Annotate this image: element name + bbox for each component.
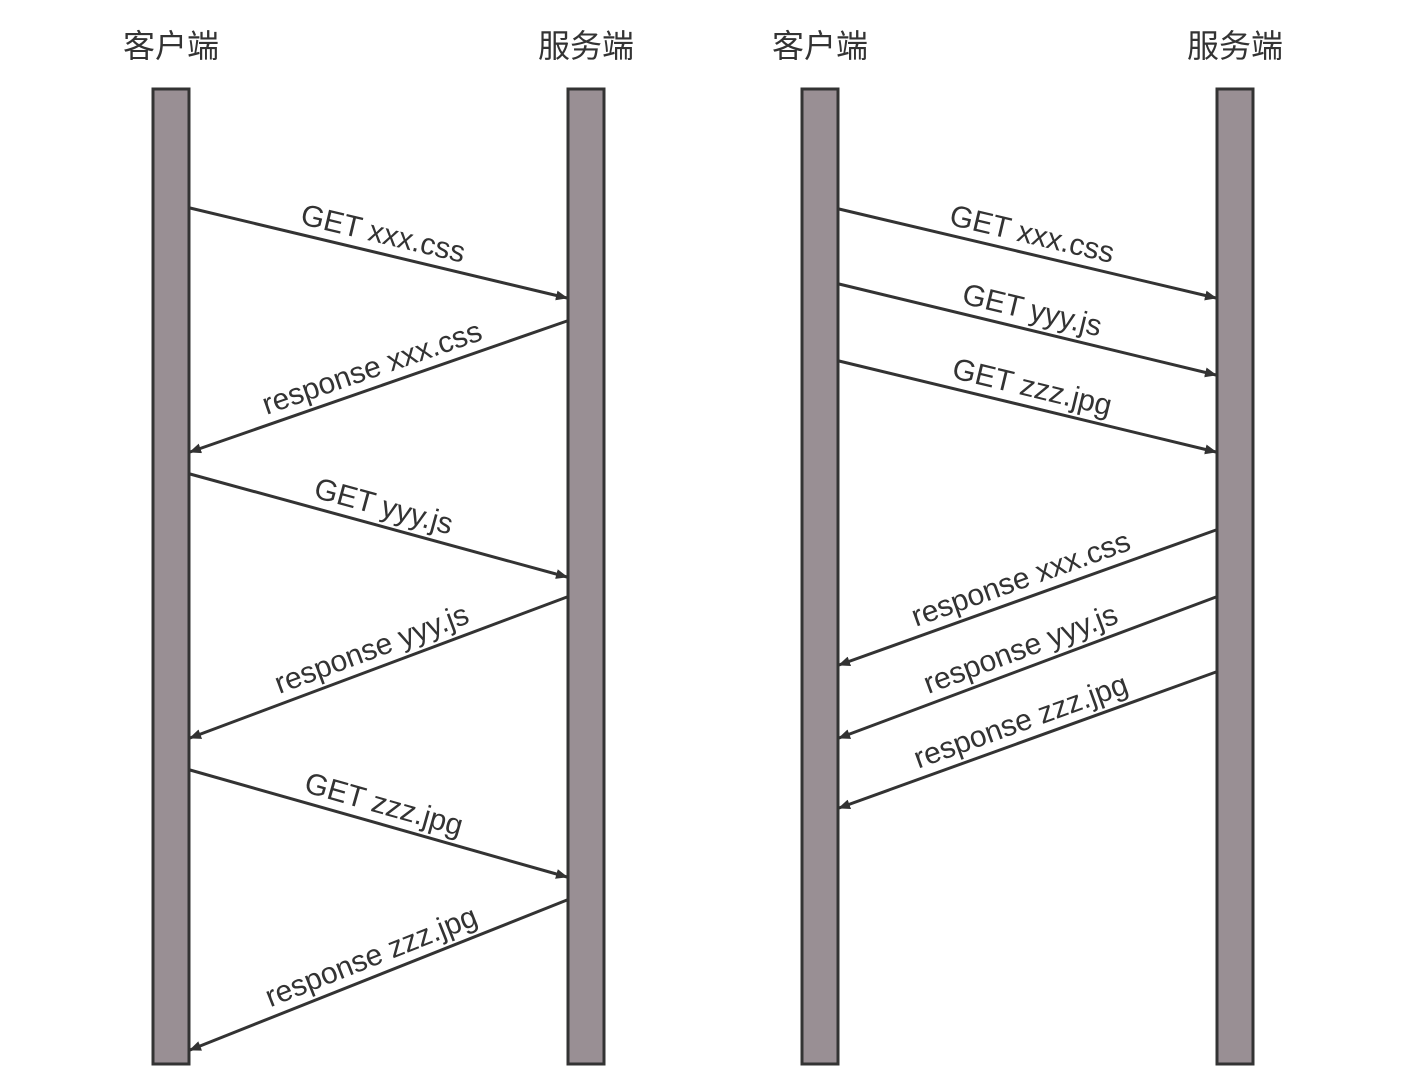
message-arrow xyxy=(189,768,568,879)
message-arrow xyxy=(838,528,1217,667)
message-arrow xyxy=(838,282,1217,378)
server-header: 服务端 xyxy=(538,27,634,65)
message-label: response xxx.css xyxy=(258,315,486,422)
client-header: 客户端 xyxy=(123,27,219,65)
message-arrow xyxy=(189,319,568,454)
client-lifeline xyxy=(800,87,840,1066)
server-lifeline xyxy=(566,87,606,1066)
client-lifeline xyxy=(151,87,191,1066)
message-arrow xyxy=(189,472,568,579)
message-label: response yyy.js xyxy=(270,598,473,701)
message-label: GET xxx.css xyxy=(298,199,469,270)
message-arrow xyxy=(838,670,1217,810)
message-label: GET xxx.css xyxy=(947,199,1118,270)
server-lifeline xyxy=(1215,87,1255,1066)
message-arrow xyxy=(189,206,568,301)
message-label: response zzz.jpg xyxy=(261,900,482,1014)
server-header: 服务端 xyxy=(1187,27,1283,65)
message-arrow xyxy=(838,359,1217,455)
client-header: 客户端 xyxy=(772,27,868,65)
message-label: GET zzz.jpg xyxy=(301,767,467,843)
message-label: GET yyy.js xyxy=(959,278,1105,343)
message-label: GET yyy.js xyxy=(311,472,457,541)
message-arrow xyxy=(838,207,1217,301)
message-arrow xyxy=(189,595,568,740)
message-arrow xyxy=(838,595,1217,740)
message-arrow xyxy=(189,898,568,1052)
message-label: GET zzz.jpg xyxy=(949,352,1115,422)
